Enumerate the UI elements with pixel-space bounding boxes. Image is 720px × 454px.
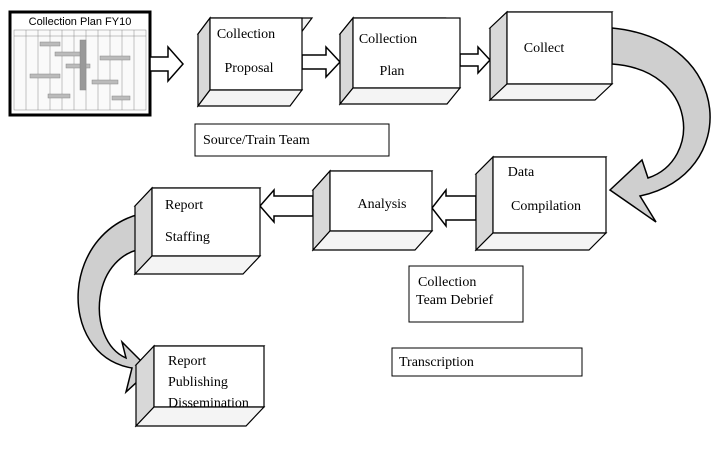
step-data-compilation: Data Compilation: [474, 155, 608, 252]
note-transcription: Transcription: [391, 347, 583, 377]
step-label-line: Collection: [217, 27, 275, 42]
thumbnail-schedule-grid: [13, 29, 147, 111]
note-source-train-team: Source/Train Team: [194, 123, 390, 157]
arrow-proposal-to-plan: [301, 45, 342, 79]
curved-arrow-collect-to-compilation: [608, 27, 711, 223]
step-report-publishing-dissemination: Report Publishing Dissemination: [134, 344, 266, 428]
step-collect: Collect: [488, 10, 614, 102]
arrow-plan-to-collect: [459, 45, 492, 75]
arrow-compilation-to-analysis: [431, 187, 477, 229]
note-label-line: Collection: [418, 275, 476, 290]
step-analysis: Analysis: [311, 169, 434, 252]
step-label-line: Report: [168, 354, 206, 369]
step-label-line: Publishing: [168, 375, 228, 390]
arrow-thumbnail-to-proposal: [149, 45, 185, 83]
collection-plan-thumbnail: Collection Plan FY10: [8, 10, 152, 117]
thumbnail-title: Collection Plan FY10: [29, 16, 132, 28]
step-label-line: Dissemination: [168, 396, 249, 411]
note-label: Source/Train Team: [203, 133, 310, 148]
step-label-line: Data: [508, 165, 535, 180]
step-label-line: Proposal: [225, 61, 274, 76]
step-label-line: Report: [165, 198, 203, 213]
note-collection-team-debrief: Collection Team Debrief: [408, 265, 524, 323]
step-label-line: Compilation: [511, 199, 581, 214]
note-label: Transcription: [399, 355, 474, 370]
step-label-line: Analysis: [358, 197, 407, 212]
step-report-staffing: Report Staffing: [133, 186, 262, 276]
step-label-line: Collection: [359, 32, 417, 47]
step-label-line: Plan: [380, 64, 405, 79]
step-collection-proposal: Collection Proposal: [196, 16, 314, 108]
step-label-line: Staffing: [165, 230, 210, 245]
arrow-analysis-to-staffing: [259, 188, 314, 224]
note-label-line: Team Debrief: [416, 293, 493, 308]
step-label-line: Collect: [524, 41, 565, 56]
step-collection-plan: Collection Plan: [338, 16, 462, 106]
curved-arrow-staffing-to-publishing: [77, 211, 152, 395]
